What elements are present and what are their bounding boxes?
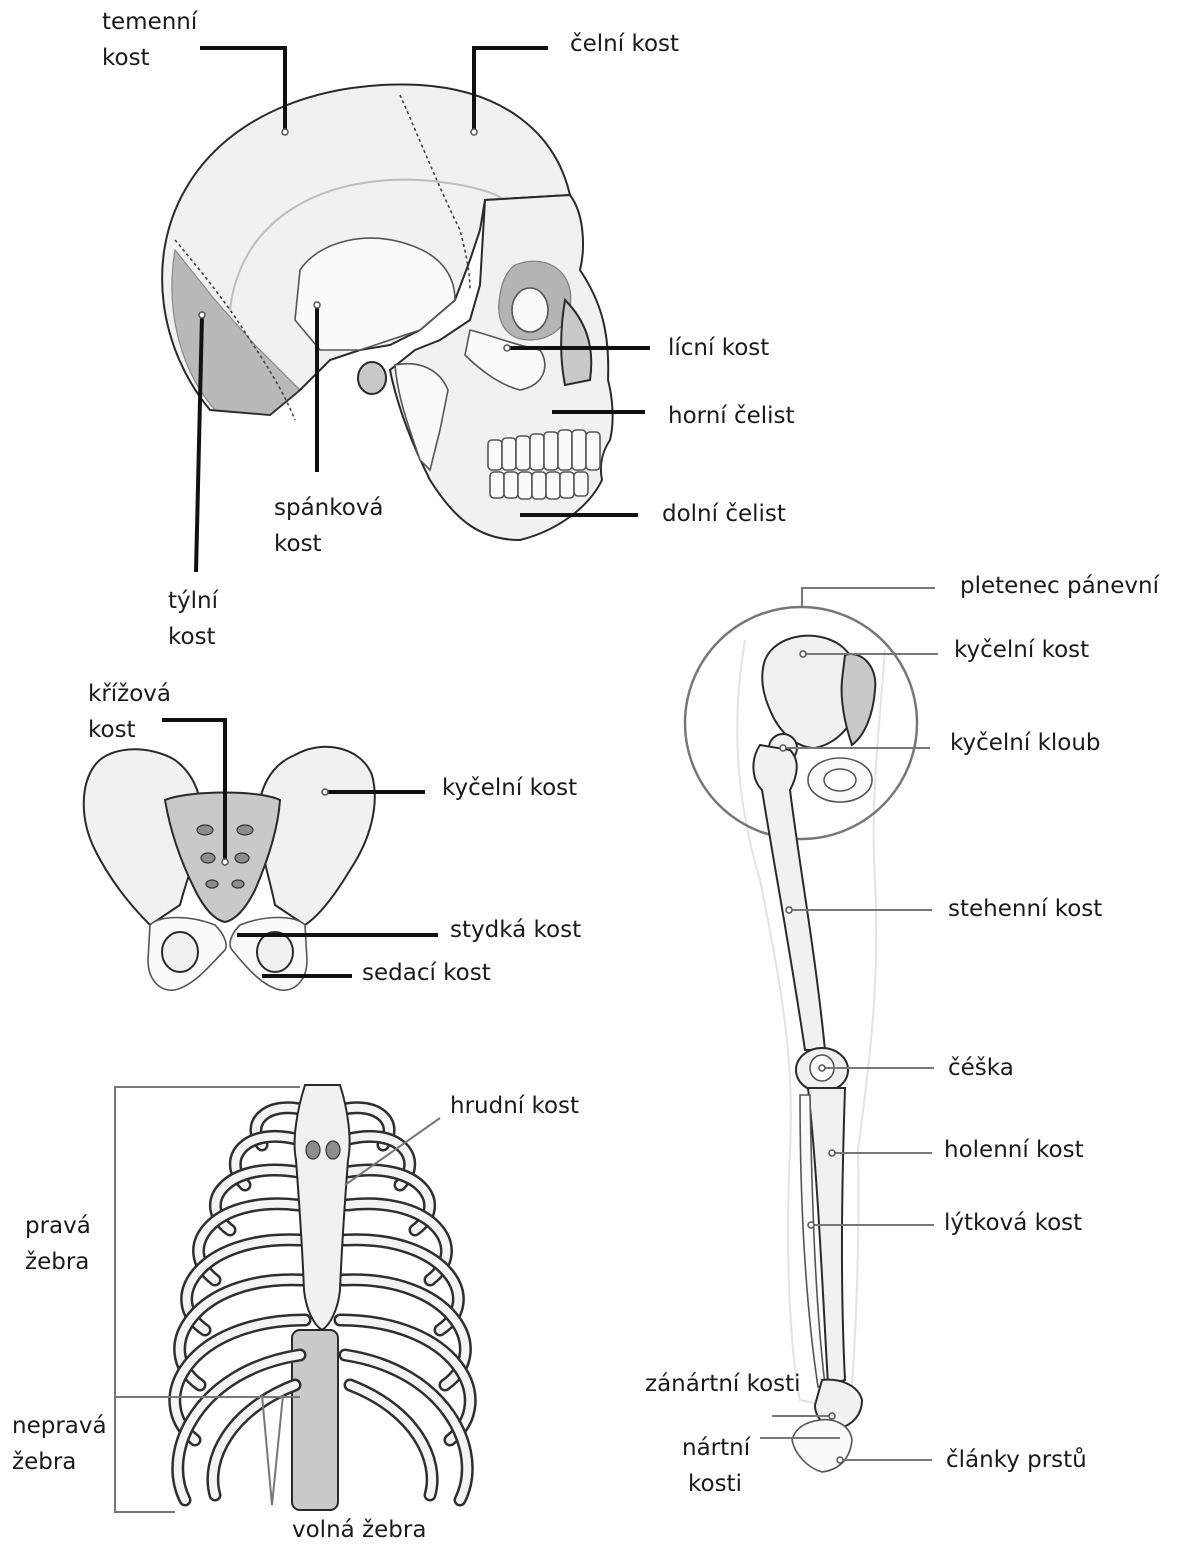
label-tylni-kost-line1: týlní (168, 583, 218, 619)
bracket-neprava (115, 1397, 175, 1512)
label-kycelni-kost-noha: kyčelní kost (954, 632, 1089, 668)
left-ribs (175, 1108, 305, 1500)
right-ilium (258, 747, 375, 925)
label-stehenni-kost: stehenní kost (948, 891, 1102, 927)
label-krizova-kost-line1: křížová (88, 676, 171, 712)
label-stydka-kost: stydká kost (450, 912, 581, 948)
sternum-mark-right (326, 1141, 340, 1159)
label-zanartni-kosti: zánártní kosti (645, 1366, 801, 1402)
label-hrudni-kost: hrudní kost (450, 1088, 579, 1124)
label-krizova-kost-line2: kost (88, 712, 136, 748)
right-obturator (257, 932, 293, 972)
leader-volna-1 (272, 1395, 283, 1505)
label-ceska: čéška (948, 1050, 1014, 1086)
label-prava-zebra-line1: pravá (25, 1208, 91, 1244)
label-temenni-kost-line2: kost (102, 40, 150, 76)
label-celni-kost: čelní kost (570, 26, 679, 62)
ear-canal (358, 362, 386, 394)
label-spankova-kost-line2: kost (274, 526, 322, 562)
label-kycelni-kloub: kyčelní kloub (950, 725, 1101, 761)
label-lytkova-kost: lýtková kost (944, 1205, 1082, 1241)
label-clanky-prstu: články prstů (946, 1442, 1087, 1478)
orbit-inner (512, 288, 548, 332)
pelvis-drawing (84, 747, 375, 990)
label-holenni-kost: holenní kost (944, 1132, 1084, 1168)
label-licni-kost: lícní kost (668, 330, 769, 366)
sternum (295, 1085, 350, 1330)
left-obturator (162, 932, 198, 972)
right-ribs (340, 1108, 470, 1500)
sternum-mark-left (306, 1141, 320, 1159)
label-tylni-kost-line2: kost (168, 619, 216, 655)
label-neprava-zebra-line1: nepravá (12, 1408, 107, 1444)
label-temenni-kost-line1: temenní (102, 4, 197, 40)
foot-metatarsals (792, 1420, 852, 1472)
label-dolni-celist: dolní čelist (662, 496, 786, 532)
label-pletenec-panevni: pletenec pánevní (960, 568, 1159, 604)
sacrum (165, 793, 280, 923)
label-kycelni-kost-panev: kyčelní kost (442, 770, 577, 806)
label-volna-zebra: volná žebra (292, 1512, 426, 1546)
label-neprava-zebra-line2: žebra (12, 1444, 76, 1480)
skull-drawing (162, 84, 613, 540)
leader-volna-2 (262, 1395, 272, 1505)
leg-drawing (685, 607, 917, 1472)
label-nartni-kosti-line1: nártní (682, 1430, 750, 1466)
label-horni-celist: horní čelist (668, 398, 795, 434)
label-nartni-kosti-line2: kosti (688, 1466, 742, 1502)
label-prava-zebra-line2: žebra (25, 1244, 89, 1280)
lower-teeth (490, 472, 588, 499)
leg-sacrum (842, 654, 876, 745)
leader-pletenec (802, 588, 935, 608)
ribcage-drawing (175, 1085, 470, 1510)
label-sedaci-kost: sedací kost (362, 955, 491, 991)
label-spankova-kost-line1: spánková (274, 490, 384, 526)
